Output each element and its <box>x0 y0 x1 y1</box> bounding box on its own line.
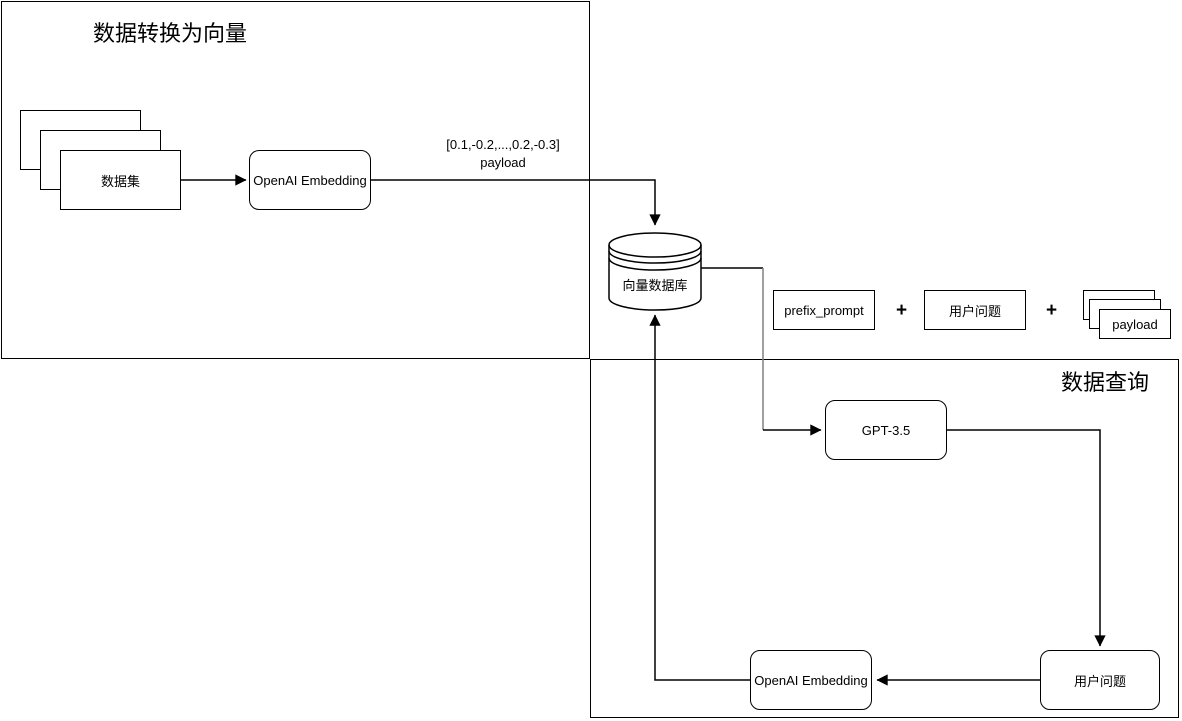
edge-gpt-to-userquestion <box>947 429 1106 647</box>
plus-operator-1: + <box>896 300 908 321</box>
section-convert-title: 数据转换为向量 <box>93 21 248 46</box>
openai-embedding-top-label: OpenAI Embedding <box>253 172 367 188</box>
section-query-container <box>590 359 1179 718</box>
gpt35-label: GPT-3.5 <box>861 422 911 438</box>
cylinder-disk-arc-2 <box>608 250 702 264</box>
user-question-bottom-label: 用户问题 <box>1073 673 1126 689</box>
section-query-title: 数据查询 <box>1061 370 1150 395</box>
user-question-top-label: 用户问题 <box>948 303 1001 319</box>
payload-node[interactable]: payload <box>1099 309 1171 339</box>
vector-db-label: 向量数据库 <box>622 278 688 293</box>
openai-embedding-bottom-node[interactable]: OpenAI Embedding <box>750 650 872 710</box>
prefix-prompt-label: prefix_prompt <box>784 302 864 318</box>
openai-embedding-top-node[interactable]: OpenAI Embedding <box>249 150 371 210</box>
plus-operator-2: + <box>1046 300 1058 321</box>
edge-label-payload: payload <box>480 155 526 170</box>
dataset-label: 数据集 <box>100 173 140 189</box>
user-question-top-node[interactable]: 用户问题 <box>924 290 1026 330</box>
payload-label: payload <box>1112 316 1158 332</box>
prefix-prompt-node[interactable]: prefix_prompt <box>773 290 875 330</box>
openai-embedding-bottom-label: OpenAI Embedding <box>754 672 868 688</box>
edge-embedding-to-vectordb-return <box>649 314 750 681</box>
gpt35-node[interactable]: GPT-3.5 <box>825 400 947 460</box>
vector-db-cylinder[interactable] <box>608 232 702 311</box>
edge-label-vector-payload: [0.1,-0.2,...,0.2,-0.3] payload <box>433 136 573 172</box>
edge-label-vector: [0.1,-0.2,...,0.2,-0.3] <box>446 137 560 152</box>
dataset-node[interactable]: 数据集 <box>60 150 181 210</box>
cylinder-body <box>608 232 702 311</box>
user-question-bottom-node[interactable]: 用户问题 <box>1040 650 1160 710</box>
cylinder-disk-arc-1 <box>608 244 702 258</box>
edge-embedding-to-vectordb <box>371 179 661 226</box>
cylinder-disk-arc-3 <box>608 257 702 271</box>
